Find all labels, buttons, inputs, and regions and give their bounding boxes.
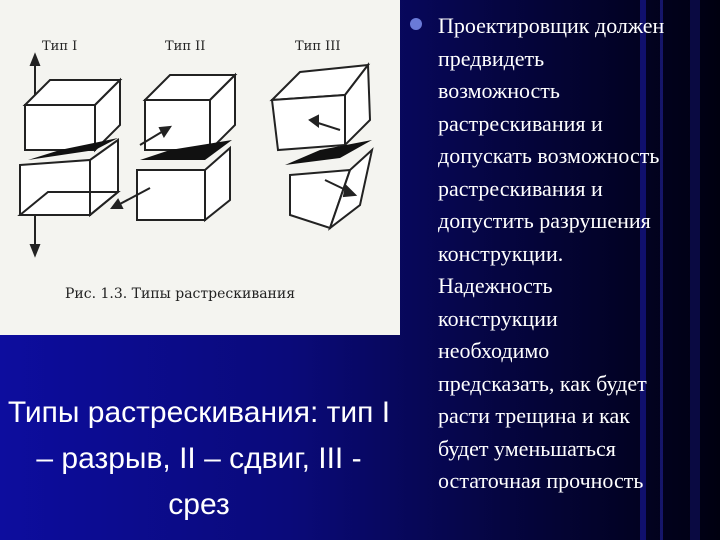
crack-type-1 [28,138,118,160]
block-type-3 [269,62,374,231]
crack-types-diagram: Тип I Тип II Тип III [17,39,374,302]
decor-stripe-2 [660,0,663,540]
figure-caption: Рис. 1.3. Типы растрескивания [65,286,295,302]
figure-label-type-1: Тип I [42,39,77,54]
slide-caption: Типы растрескивания: тип I – разрыв, II … [7,396,391,521]
decor-stripe-3 [690,0,700,540]
bullet-text: Проектировщик должен предвидеть возможно… [438,13,665,493]
crack-types-figure: Тип I Тип II Тип III [0,0,400,335]
figure-label-type-3: Тип III [295,39,341,54]
decor-stripe-1 [640,0,646,540]
block-type-2 [136,72,238,223]
bullet-icon [410,18,422,30]
crack-type-2 [140,140,232,160]
arrows-type-1 [29,52,41,258]
block-type-1 [17,77,123,218]
crack-type-3 [285,140,372,165]
figure-label-type-2: Тип II [165,39,205,54]
arrows-type-3 [308,114,358,198]
arrows-type-2 [110,125,173,209]
